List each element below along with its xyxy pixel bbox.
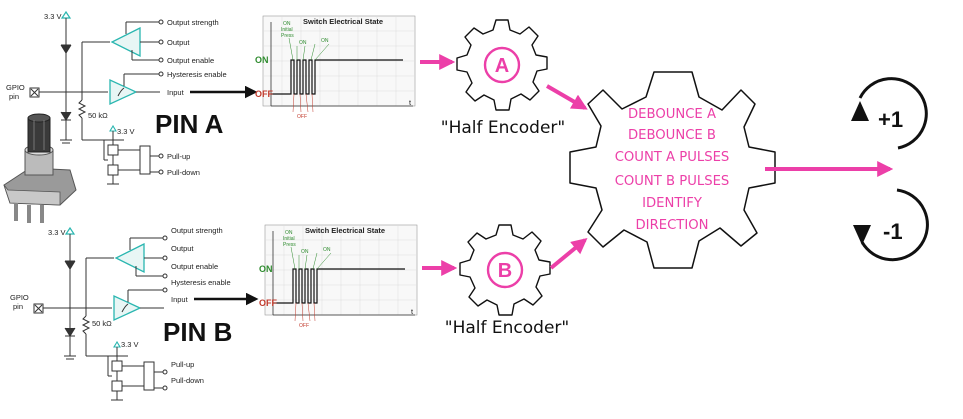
switch-state-graph-b: Switch Electrical State ON Initial Press… [259,224,418,329]
processor-line-6: DIRECTION [636,218,709,233]
input-label: Input [171,295,189,304]
down-arrow-icon [853,225,871,245]
graph-title: Switch Electrical State [303,17,383,26]
note-press: Press [283,242,296,248]
note-press: Press [281,33,294,39]
processor-line-4: COUNT B PULSES [615,174,730,189]
supply2-label: 3.3 V [121,340,139,349]
resistor-label: 50 kΩ [88,111,108,120]
output-label: Output [167,38,190,47]
pin-a-label: PIN A [155,109,224,139]
note-on3: ON [323,247,331,253]
hysteresis-enable-label: Hysteresis enable [167,70,227,79]
gpio-label: GPIO [6,83,25,92]
processor-line-3: COUNT A PULSES [615,150,730,165]
off-label: OFF [259,298,277,308]
gear-b-caption: "Half Encoder" [445,318,569,338]
counter-minus-label: -1 [883,219,903,244]
pin-label: pin [13,302,23,311]
note-on3: ON [321,38,329,44]
counter-plus-label: +1 [878,107,903,132]
up-arrow-icon [851,101,869,121]
note-on: ON [283,21,291,27]
note-on: ON [285,230,293,236]
pull-down-label: Pull-down [167,168,200,177]
output-label: Output [171,244,194,253]
counter-plus: +1 [851,77,928,150]
processor-line-1: DEBOUNCE A [628,107,716,122]
pull-down-label: Pull-down [171,376,204,385]
switch-state-graph-a: Switch Electrical State ON Initial Press… [255,15,416,120]
note-initial: Initial [283,236,295,242]
output-strength-label: Output strength [171,226,223,235]
resistor-label: 50 kΩ [92,319,112,328]
output-strength-label: Output strength [167,18,219,27]
note-off: OFF [299,323,309,329]
input-label: Input [167,88,185,97]
note-on2: ON [299,40,307,46]
gear-b-to-processor-arrow [549,237,588,270]
gear-a-caption: "Half Encoder" [441,118,565,138]
pull-up-label: Pull-up [171,360,194,369]
gear-a-to-processor-arrow [545,84,588,110]
processor-line-5: IDENTIFY [642,196,703,211]
supply-label: 3.3 V [48,228,66,237]
gpio-label: GPIO [10,293,29,302]
circuit-a: 3.3 V GPIO pin Output strength Output Ou… [6,11,227,185]
output-enable-label: Output enable [167,56,214,65]
on-label: ON [255,55,269,65]
graph-title: Switch Electrical State [305,226,385,235]
time-axis-label: t [411,307,414,316]
time-axis-label: t [409,98,412,107]
supply2-label: 3.3 V [117,127,135,136]
note-on2: ON [301,249,309,255]
processor-line-2: DEBOUNCE B [628,128,716,143]
on-label: ON [259,264,273,274]
half-encoder-gear-b: B [458,223,552,317]
note-off: OFF [297,114,307,120]
pin-label: pin [9,92,19,101]
gear-b-letter: B [498,260,512,282]
circuit-b: 3.3 V GPIO pin Output strength Output Ou… [10,226,231,401]
counter-minus: -1 [853,188,929,262]
supply-label: 3.3 V [44,12,62,21]
pull-up-label: Pull-up [167,152,190,161]
half-encoder-gear-a: A [455,18,549,112]
off-label: OFF [255,89,273,99]
hysteresis-enable-label: Hysteresis enable [171,278,231,287]
output-enable-label: Output enable [171,262,218,271]
note-initial: Initial [281,27,293,33]
rotary-encoder-image [3,113,77,223]
processor-gear: DEBOUNCE A DEBOUNCE B COUNT A PULSES COU… [569,71,776,269]
pin-b-label: PIN B [163,317,232,347]
gear-a-letter: A [495,55,509,77]
